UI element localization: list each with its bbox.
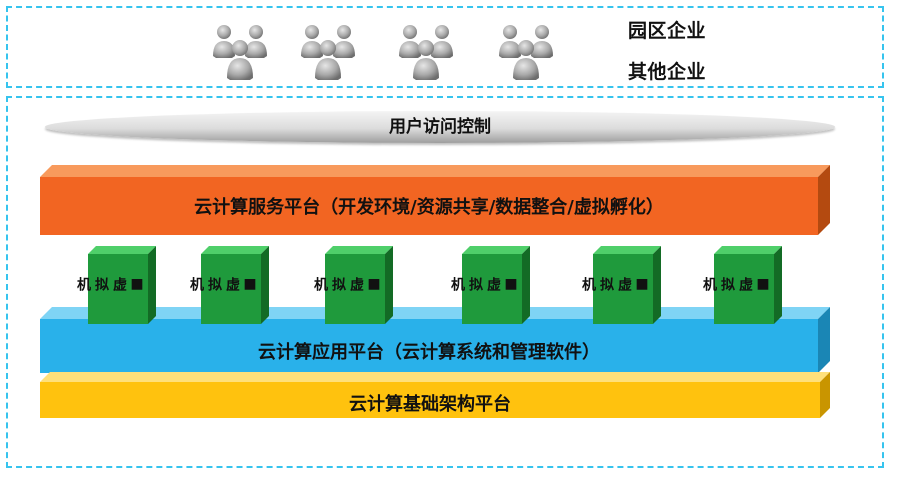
people-group-icon <box>396 22 458 82</box>
virtual-machine: ■虚拟机 <box>312 246 395 326</box>
virtual-machine-label: ■虚拟机 <box>580 276 650 292</box>
server-cube-icon <box>593 246 661 324</box>
server-cube-icon <box>88 246 156 324</box>
virtual-machine: ■虚拟机 <box>580 246 663 326</box>
platform-region <box>6 96 884 468</box>
virtual-machine: ■虚拟机 <box>449 246 532 326</box>
virtual-machine-label: ■虚拟机 <box>188 276 258 292</box>
service-platform-label: 云计算服务平台（开发环境/资源共享/数据整合/虚拟孵化） <box>194 197 664 218</box>
service-platform-slab: 云计算服务平台（开发环境/资源共享/数据整合/虚拟孵化） <box>40 165 840 240</box>
infrastructure-platform-label: 云计算基础架构平台 <box>349 394 511 415</box>
virtual-machine-label: ■虚拟机 <box>75 276 145 292</box>
access-control-disc <box>45 111 835 143</box>
park-enterprise-label: 园区企业 <box>628 20 707 42</box>
virtual-machine-label: ■虚拟机 <box>701 276 771 292</box>
application-platform-label: 云计算应用平台（云计算系统和管理软件） <box>258 342 600 363</box>
server-cube-icon <box>325 246 393 324</box>
infrastructure-platform-slab: 云计算基础架构平台 <box>40 372 840 420</box>
server-cube-icon <box>201 246 269 324</box>
virtual-machine-label: ■虚拟机 <box>312 276 382 292</box>
people-group-icon <box>298 22 360 82</box>
virtual-machine-label: ■虚拟机 <box>449 276 519 292</box>
people-group-icon <box>210 22 272 82</box>
other-enterprise-label: 其他企业 <box>628 61 707 83</box>
virtual-machine: ■虚拟机 <box>75 246 158 326</box>
server-cube-icon <box>462 246 530 324</box>
people-group-icon <box>496 22 558 82</box>
virtual-machine: ■虚拟机 <box>188 246 271 326</box>
enterprise-region <box>6 6 884 88</box>
virtual-machine: ■虚拟机 <box>701 246 784 326</box>
access-control-label: 用户访问控制 <box>389 117 491 137</box>
server-cube-icon <box>714 246 782 324</box>
